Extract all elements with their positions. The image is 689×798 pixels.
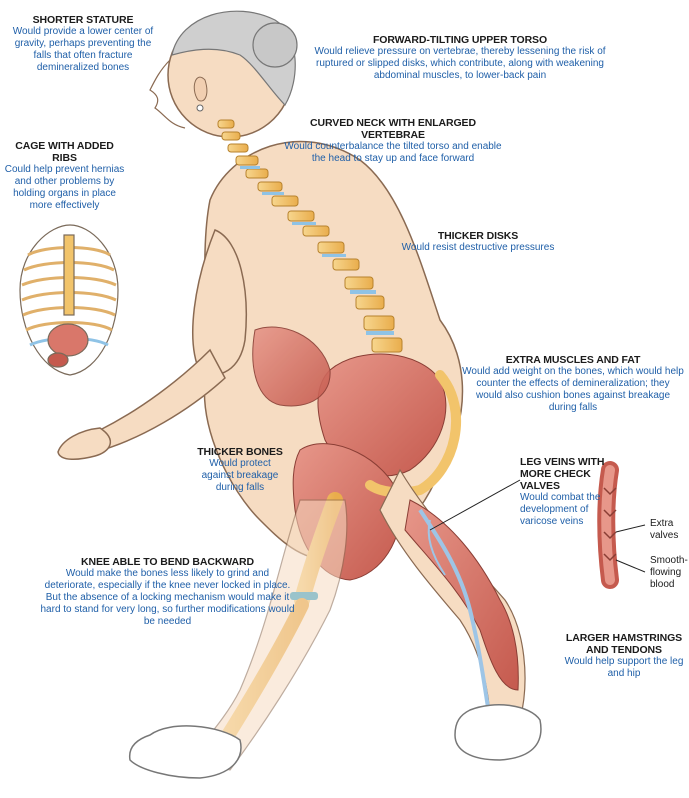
annotation-title: THICKER BONES xyxy=(195,446,285,458)
annotation-title: FORWARD-TILTING UPPER TORSO xyxy=(305,34,615,46)
annotation-extra-muscles: EXTRA MUSCLES AND FAT Would add weight o… xyxy=(462,354,684,414)
annotation-title: EXTRA MUSCLES AND FAT xyxy=(462,354,684,366)
rib-cage-inset xyxy=(20,225,118,375)
hand-shape xyxy=(58,428,110,459)
front-shoe xyxy=(130,726,241,778)
annotation-body: Would relieve pressure on vertebrae, the… xyxy=(305,46,615,82)
annotation-body: Would add weight on the bones, which wou… xyxy=(462,366,684,414)
annotation-title: LARGER HAMSTRINGS AND TENDONS xyxy=(560,632,688,656)
annotation-body: Would help support the leg and hip xyxy=(560,656,688,680)
annotation-title: CAGE WITH ADDED RIBS xyxy=(2,140,127,164)
hair-bun xyxy=(253,23,297,67)
annotation-body: Would provide a lower center of gravity,… xyxy=(8,26,158,74)
annotation-title: SHORTER STATURE xyxy=(8,14,158,26)
back-shoe xyxy=(455,705,541,760)
annotation-title: KNEE ABLE TO BEND BACKWARD xyxy=(40,556,295,568)
vein-valve-inset xyxy=(604,470,645,580)
annotation-shorter-stature: SHORTER STATURE Would provide a lower ce… xyxy=(8,14,158,74)
earring xyxy=(197,105,203,111)
annotation-curved-neck: CURVED NECK WITH ENLARGED VERTEBRAE Woul… xyxy=(278,117,508,165)
annotation-body: Would counterbalance the tilted torso an… xyxy=(278,141,508,165)
annotation-thicker-bones: THICKER BONES Would protect against brea… xyxy=(195,446,285,494)
annotation-hamstrings: LARGER HAMSTRINGS AND TENDONS Would help… xyxy=(560,632,688,680)
annotation-body: Could help prevent hernias and other pro… xyxy=(2,164,127,212)
label-extra-valves: Extra valves xyxy=(650,518,688,542)
annotation-body: Would combat the development of varicose… xyxy=(520,492,610,528)
annotation-leg-veins: LEG VEINS WITH MORE CHECK VALVES Would c… xyxy=(520,456,610,528)
annotation-title: CURVED NECK WITH ENLARGED VERTEBRAE xyxy=(278,117,508,141)
ear-shape xyxy=(194,77,207,101)
annotation-body: Would make the bones less likely to grin… xyxy=(40,568,295,628)
annotation-knee: KNEE ABLE TO BEND BACKWARD Would make th… xyxy=(40,556,295,628)
vein-leader xyxy=(430,480,520,530)
annotation-title: LEG VEINS WITH MORE CHECK VALVES xyxy=(520,456,610,492)
annotation-thicker-disks: THICKER DISKS Would resist destructive p… xyxy=(398,230,558,254)
annotation-forward-tilting: FORWARD-TILTING UPPER TORSO Would reliev… xyxy=(305,34,615,82)
annotation-cage-ribs: CAGE WITH ADDED RIBS Could help prevent … xyxy=(2,140,127,212)
annotation-title: THICKER DISKS xyxy=(398,230,558,242)
annotation-body: Would resist destructive pressures xyxy=(398,242,558,254)
annotation-body: Would protect against breakage during fa… xyxy=(195,458,285,494)
label-smooth-blood: Smooth-flowing blood xyxy=(650,555,688,591)
back-leg-shape xyxy=(380,470,525,725)
